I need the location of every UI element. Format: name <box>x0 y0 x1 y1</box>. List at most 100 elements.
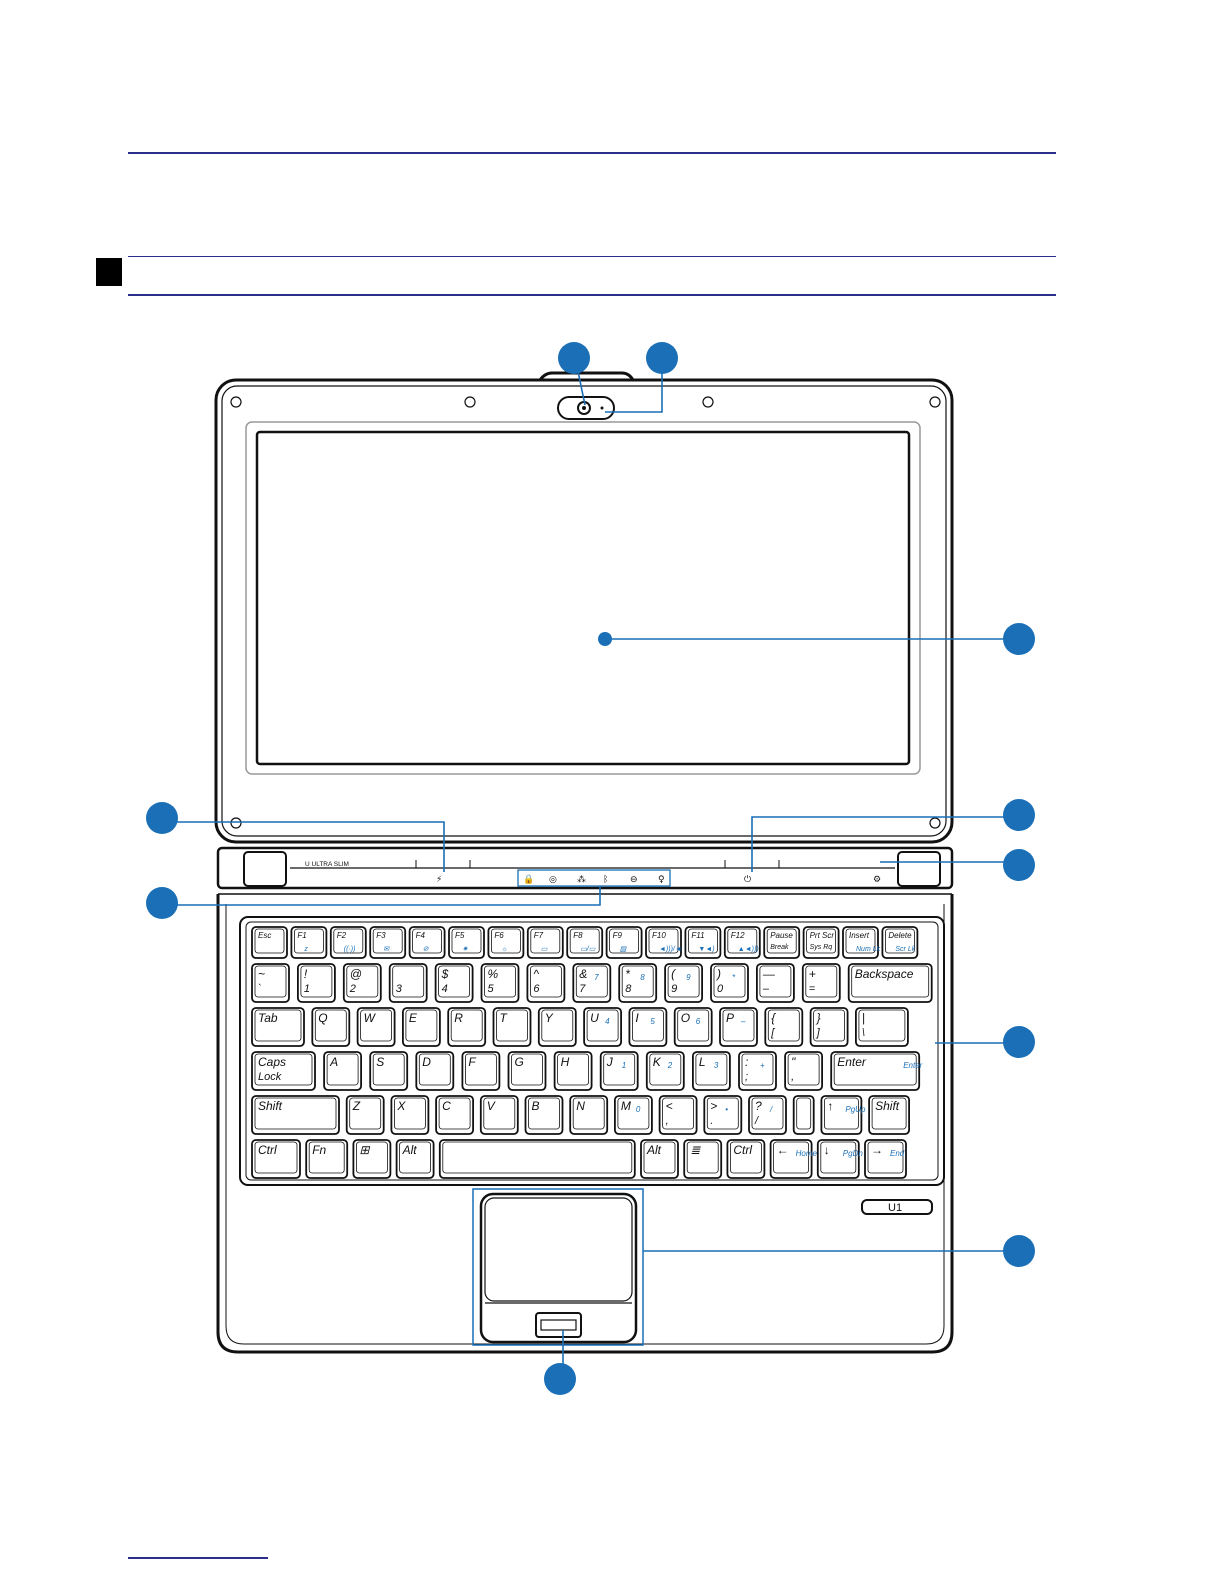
svg-text:~: ~ <box>258 967 265 981</box>
key-fn-bottom-1: Fn <box>305 1139 349 1179</box>
webcam <box>557 396 615 420</box>
svg-text:(: ( <box>671 967 677 981</box>
key---number-12: += <box>801 963 841 1003</box>
bezel-label: U ULTRA SLIM <box>305 861 349 868</box>
svg-text:&: & <box>579 967 587 981</box>
svg-text:`: ` <box>258 983 262 995</box>
svg-text:2: 2 <box>349 983 356 995</box>
svg-text:Esc: Esc <box>258 931 271 940</box>
key-q-q-1: Q <box>311 1007 351 1047</box>
svg-text:K: K <box>653 1055 662 1069</box>
key-e-q-3: E <box>401 1007 441 1047</box>
svg-text:Lock: Lock <box>258 1071 282 1083</box>
footer-rule <box>128 1557 268 1559</box>
svg-text:4: 4 <box>442 983 448 995</box>
key---number-5: %5 <box>480 963 520 1003</box>
svg-text:Sys Rq: Sys Rq <box>810 944 833 951</box>
callout-marker-touchpad <box>1003 1235 1035 1267</box>
key---bottom-9: ↓PgDn <box>816 1139 863 1179</box>
callout-marker-camera-indicator <box>646 342 678 374</box>
key-f5-function-5: F5✷ <box>448 926 485 959</box>
hinge-status-bar <box>216 846 954 895</box>
svg-text:[: [ <box>770 1027 775 1039</box>
key-s-a-2: S <box>369 1051 409 1091</box>
svg-text:▨: ▨ <box>620 946 628 953</box>
svg-text:T: T <box>500 1011 509 1025</box>
key-a-a-1: A <box>323 1051 363 1091</box>
svg-text:◄)))/◄: ◄)))/◄ <box>659 946 682 953</box>
header-rule-top <box>128 152 1056 154</box>
key---q-12: }] <box>809 1007 849 1047</box>
svg-text:/: / <box>769 1105 773 1114</box>
key-blank-bottom-4 <box>438 1139 636 1179</box>
svg-text:–: – <box>740 1017 746 1026</box>
svg-text:Delete: Delete <box>888 931 912 940</box>
svg-text:M: M <box>621 1099 631 1113</box>
svg-text:⊞: ⊞ <box>359 1143 370 1157</box>
svg-text:3: 3 <box>396 983 403 995</box>
svg-text:Prt Scr: Prt Scr <box>810 931 835 940</box>
callout-markers <box>146 342 1035 1395</box>
svg-text:✉: ✉ <box>383 946 390 953</box>
key-f3-function-3: F3✉ <box>369 926 407 959</box>
svg-text:D: D <box>422 1055 431 1069</box>
svg-text:2: 2 <box>667 1061 673 1070</box>
key-d-a-3: D <box>415 1051 455 1091</box>
svg-text:1: 1 <box>622 1061 626 1070</box>
key-shift-z-13: Shift <box>868 1095 910 1135</box>
key---q-13: |\ <box>855 1007 909 1047</box>
svg-text:F6: F6 <box>494 931 504 940</box>
svg-text:Q: Q <box>318 1011 327 1025</box>
svg-text:F1: F1 <box>297 931 306 940</box>
key---number-7: &77 <box>572 963 612 1003</box>
svg-text:": " <box>791 1055 796 1069</box>
key-h-a-6: H <box>553 1051 593 1091</box>
callout-marker-power <box>1003 799 1035 831</box>
svg-text:Ctrl: Ctrl <box>258 1143 277 1157</box>
key-x-z-2: X <box>390 1095 430 1135</box>
wireless-indicator-icon: ⁂ <box>577 874 586 885</box>
svg-text:%: % <box>488 967 499 981</box>
key-z-z-1: Z <box>345 1095 385 1135</box>
bluetooth-indicator-icon: ᛒ <box>603 874 608 885</box>
key-r-q-4: R <box>447 1007 487 1047</box>
svg-text:}: } <box>816 1011 821 1025</box>
key-f9-function-9: F9▨ <box>605 926 643 959</box>
svg-text:^: ^ <box>533 967 539 981</box>
svg-text:+: + <box>809 967 816 981</box>
svg-text:▭/▭: ▭/▭ <box>580 946 596 953</box>
svg-text:9: 9 <box>671 983 677 995</box>
key-shift-z-0: Shift <box>251 1095 340 1135</box>
svg-text:E: E <box>409 1011 418 1025</box>
svg-text:=: = <box>809 983 816 995</box>
svg-text:((·)): ((·)) <box>344 946 356 953</box>
svg-text:@: @ <box>350 967 362 981</box>
key-backspace-number-13: Backspace <box>847 963 933 1003</box>
callout-lines <box>160 351 1010 1380</box>
svg-text:.: . <box>710 1115 713 1127</box>
key-tab-q-0: Tab <box>251 1007 305 1047</box>
svg-text:↑: ↑ <box>827 1099 833 1113</box>
key-blank-z-11 <box>792 1095 815 1135</box>
key-f7-function-7: F7▭ <box>526 926 564 959</box>
svg-text:R: R <box>454 1011 463 1025</box>
svg-text:5: 5 <box>488 983 495 995</box>
svg-text:Enter: Enter <box>837 1055 867 1069</box>
svg-text:4: 4 <box>605 1017 610 1026</box>
svg-text:7: 7 <box>594 973 599 982</box>
svg-text:U1: U1 <box>888 1202 902 1214</box>
svg-text:F: F <box>468 1055 476 1069</box>
key-esc-function-0: Esc <box>251 926 288 959</box>
svg-text:6: 6 <box>696 1017 701 1026</box>
svg-text:W: W <box>364 1011 377 1025</box>
svg-text:,: , <box>666 1115 669 1127</box>
